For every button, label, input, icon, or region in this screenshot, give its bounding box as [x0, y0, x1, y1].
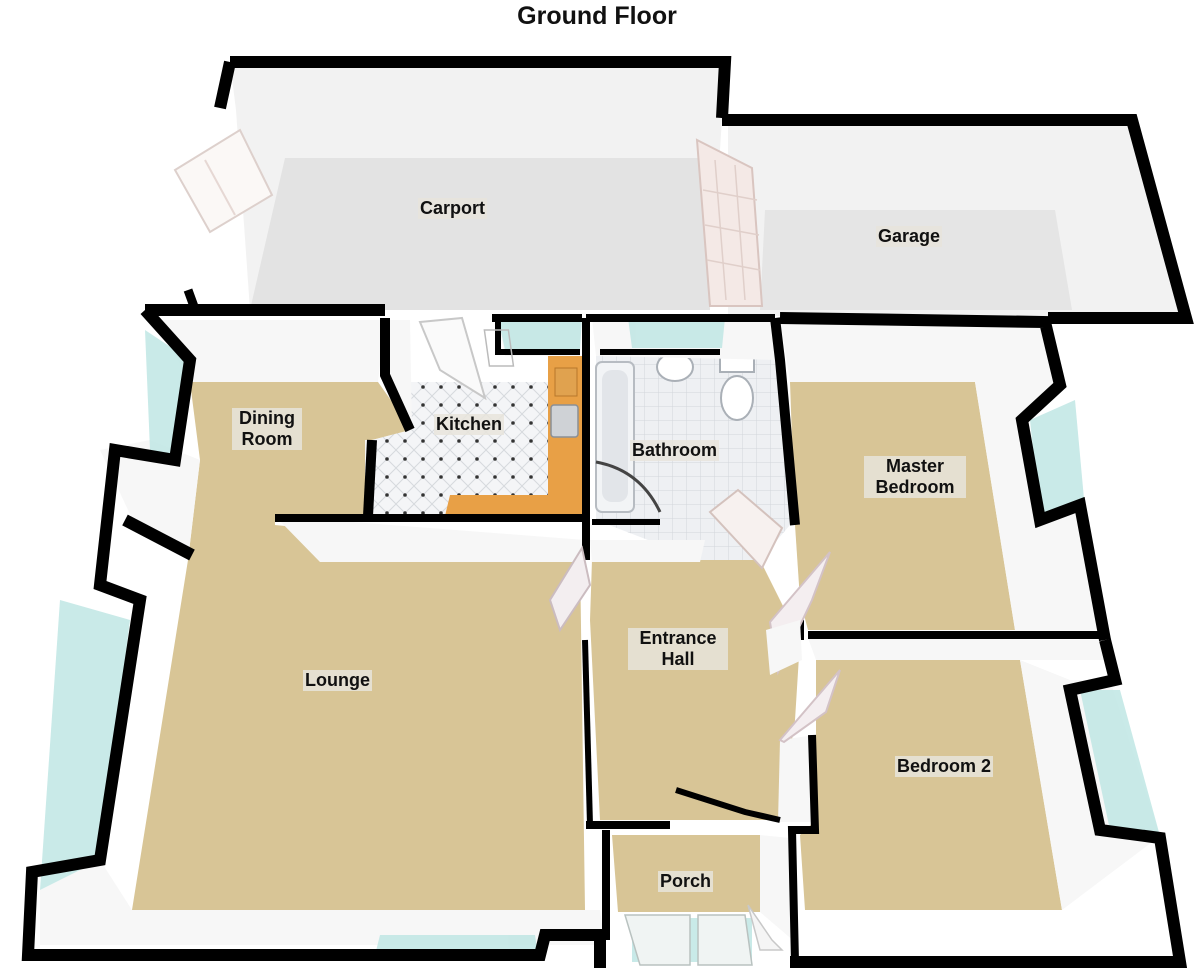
room-label-lounge: Lounge: [303, 670, 372, 691]
room-label-kitchen: Kitchen: [434, 414, 505, 435]
master-bedroom-door-icon: [766, 551, 831, 676]
room-label-master-bedroom: Master Bedroom: [864, 456, 966, 498]
walls: [21, 304, 1188, 968]
page-title: Ground Floor: [517, 2, 677, 30]
bathroom-door-icon: [708, 488, 784, 570]
room-label-garage: Garage: [876, 226, 943, 247]
garage-area: [722, 114, 1194, 324]
garage-door-icon: [695, 138, 764, 307]
room-label-entrance-hall: Entrance Hall: [628, 628, 728, 670]
kitchen-floor: [372, 356, 585, 516]
room-label-bathroom: Bathroom: [630, 440, 719, 461]
bedroom-2-door-icon: [778, 669, 841, 744]
carport-area: [183, 56, 732, 314]
room-label-carport: Carport: [418, 198, 488, 219]
lounge-floor: [132, 382, 585, 910]
bedroom-2-floor: [800, 660, 1062, 910]
entrance-hall-floor: [590, 560, 800, 820]
room-label-dining-room: Dining Room: [232, 408, 302, 450]
room-label-porch: Porch: [658, 871, 714, 892]
room-label-bedroom-2: Bedroom 2: [895, 756, 994, 777]
master-bedroom-floor: [790, 382, 1015, 630]
kitchen-door-icon: [418, 316, 515, 401]
porch-doors-icon: [623, 904, 784, 966]
carport-door-icon: [173, 128, 274, 234]
lounge-door-icon: [548, 545, 592, 633]
